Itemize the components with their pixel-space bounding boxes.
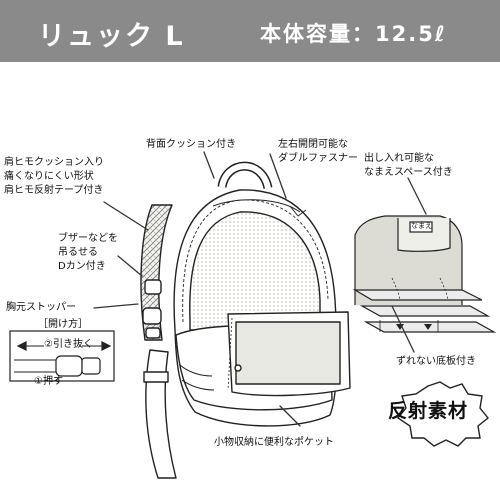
callout-shoulder: 肩ヒモクッション入り 痛くなりにくい形状 肩ヒモ反射テープ付き (4, 156, 104, 198)
product-title: リュック L (38, 21, 185, 52)
callout-name-space: 出し入れ可能な なまえスペース付き (364, 152, 453, 180)
step1-text: ①押す (34, 376, 63, 387)
leader-lines (93, 151, 427, 427)
step2-label: ②引き抜く (44, 338, 93, 352)
lower-strap (145, 349, 177, 479)
capacity-label: 本体容量：12.5ℓ (260, 22, 447, 46)
callout-buzzer-line1: ブザーなどを (58, 233, 118, 244)
callout-shoulder-line3: 肩ヒモ反射テープ付き (4, 185, 104, 196)
name-tag-text: なまえ (411, 222, 432, 230)
step2-text: ②引き抜く (44, 339, 93, 350)
d-ring (144, 279, 162, 295)
header-bar: リュック L 本体容量：12.5ℓ (0, 0, 500, 62)
name-tag: なまえ (411, 221, 432, 231)
reflective-badge: 反射素材 (372, 384, 484, 438)
callout-bottom-board-text: ずれない底板付き (396, 356, 476, 367)
chest-stopper-diagram (9, 330, 115, 382)
callout-name-space-line1: 出し入れ可能な (364, 153, 434, 164)
shoulder-strap (140, 204, 173, 341)
callout-buzzer: ブザーなどを 吊るせる Dカン付き (58, 232, 118, 274)
callout-zipper-line2: ダブルファスナー (278, 153, 358, 164)
callout-chest-stopper: 胸元ストッパー (6, 301, 76, 315)
callout-pocket: 小物収納に便利なポケット (214, 436, 334, 450)
name-space-illustration (352, 215, 497, 333)
callout-pocket-text: 小物収納に便利なポケット (214, 437, 334, 448)
how-to-open-text: ［開け方］ (38, 319, 88, 330)
callout-shoulder-line1: 肩ヒモクッション入り (4, 157, 104, 168)
callout-chest-stopper-text: 胸元ストッパー (6, 302, 76, 313)
callout-buzzer-line2: 吊るせる (58, 247, 98, 258)
callout-bottom-board: ずれない底板付き (396, 355, 476, 369)
step1-label: ①押す (34, 375, 63, 389)
how-to-open-label: ［開け方］ (38, 318, 88, 332)
callout-back-cushion-text: 背面クッション付き (146, 139, 236, 150)
callout-zipper-line1: 左右開閉可能な (278, 139, 348, 150)
zipper (212, 199, 301, 213)
callout-name-space-line2: なまえスペース付き (364, 167, 453, 178)
reflective-badge-label: 反射素材 (387, 400, 468, 422)
badge-burst (396, 381, 489, 447)
backpack-illustration (140, 161, 351, 479)
callout-zipper: 左右開閉可能な ダブルファスナー (278, 138, 358, 166)
callout-buzzer-line3: Dカン付き (58, 261, 106, 272)
callout-shoulder-line2: 痛くなりにくい形状 (4, 171, 94, 182)
callout-back-cushion: 背面クッション付き (146, 138, 236, 152)
main-panel (189, 211, 321, 331)
